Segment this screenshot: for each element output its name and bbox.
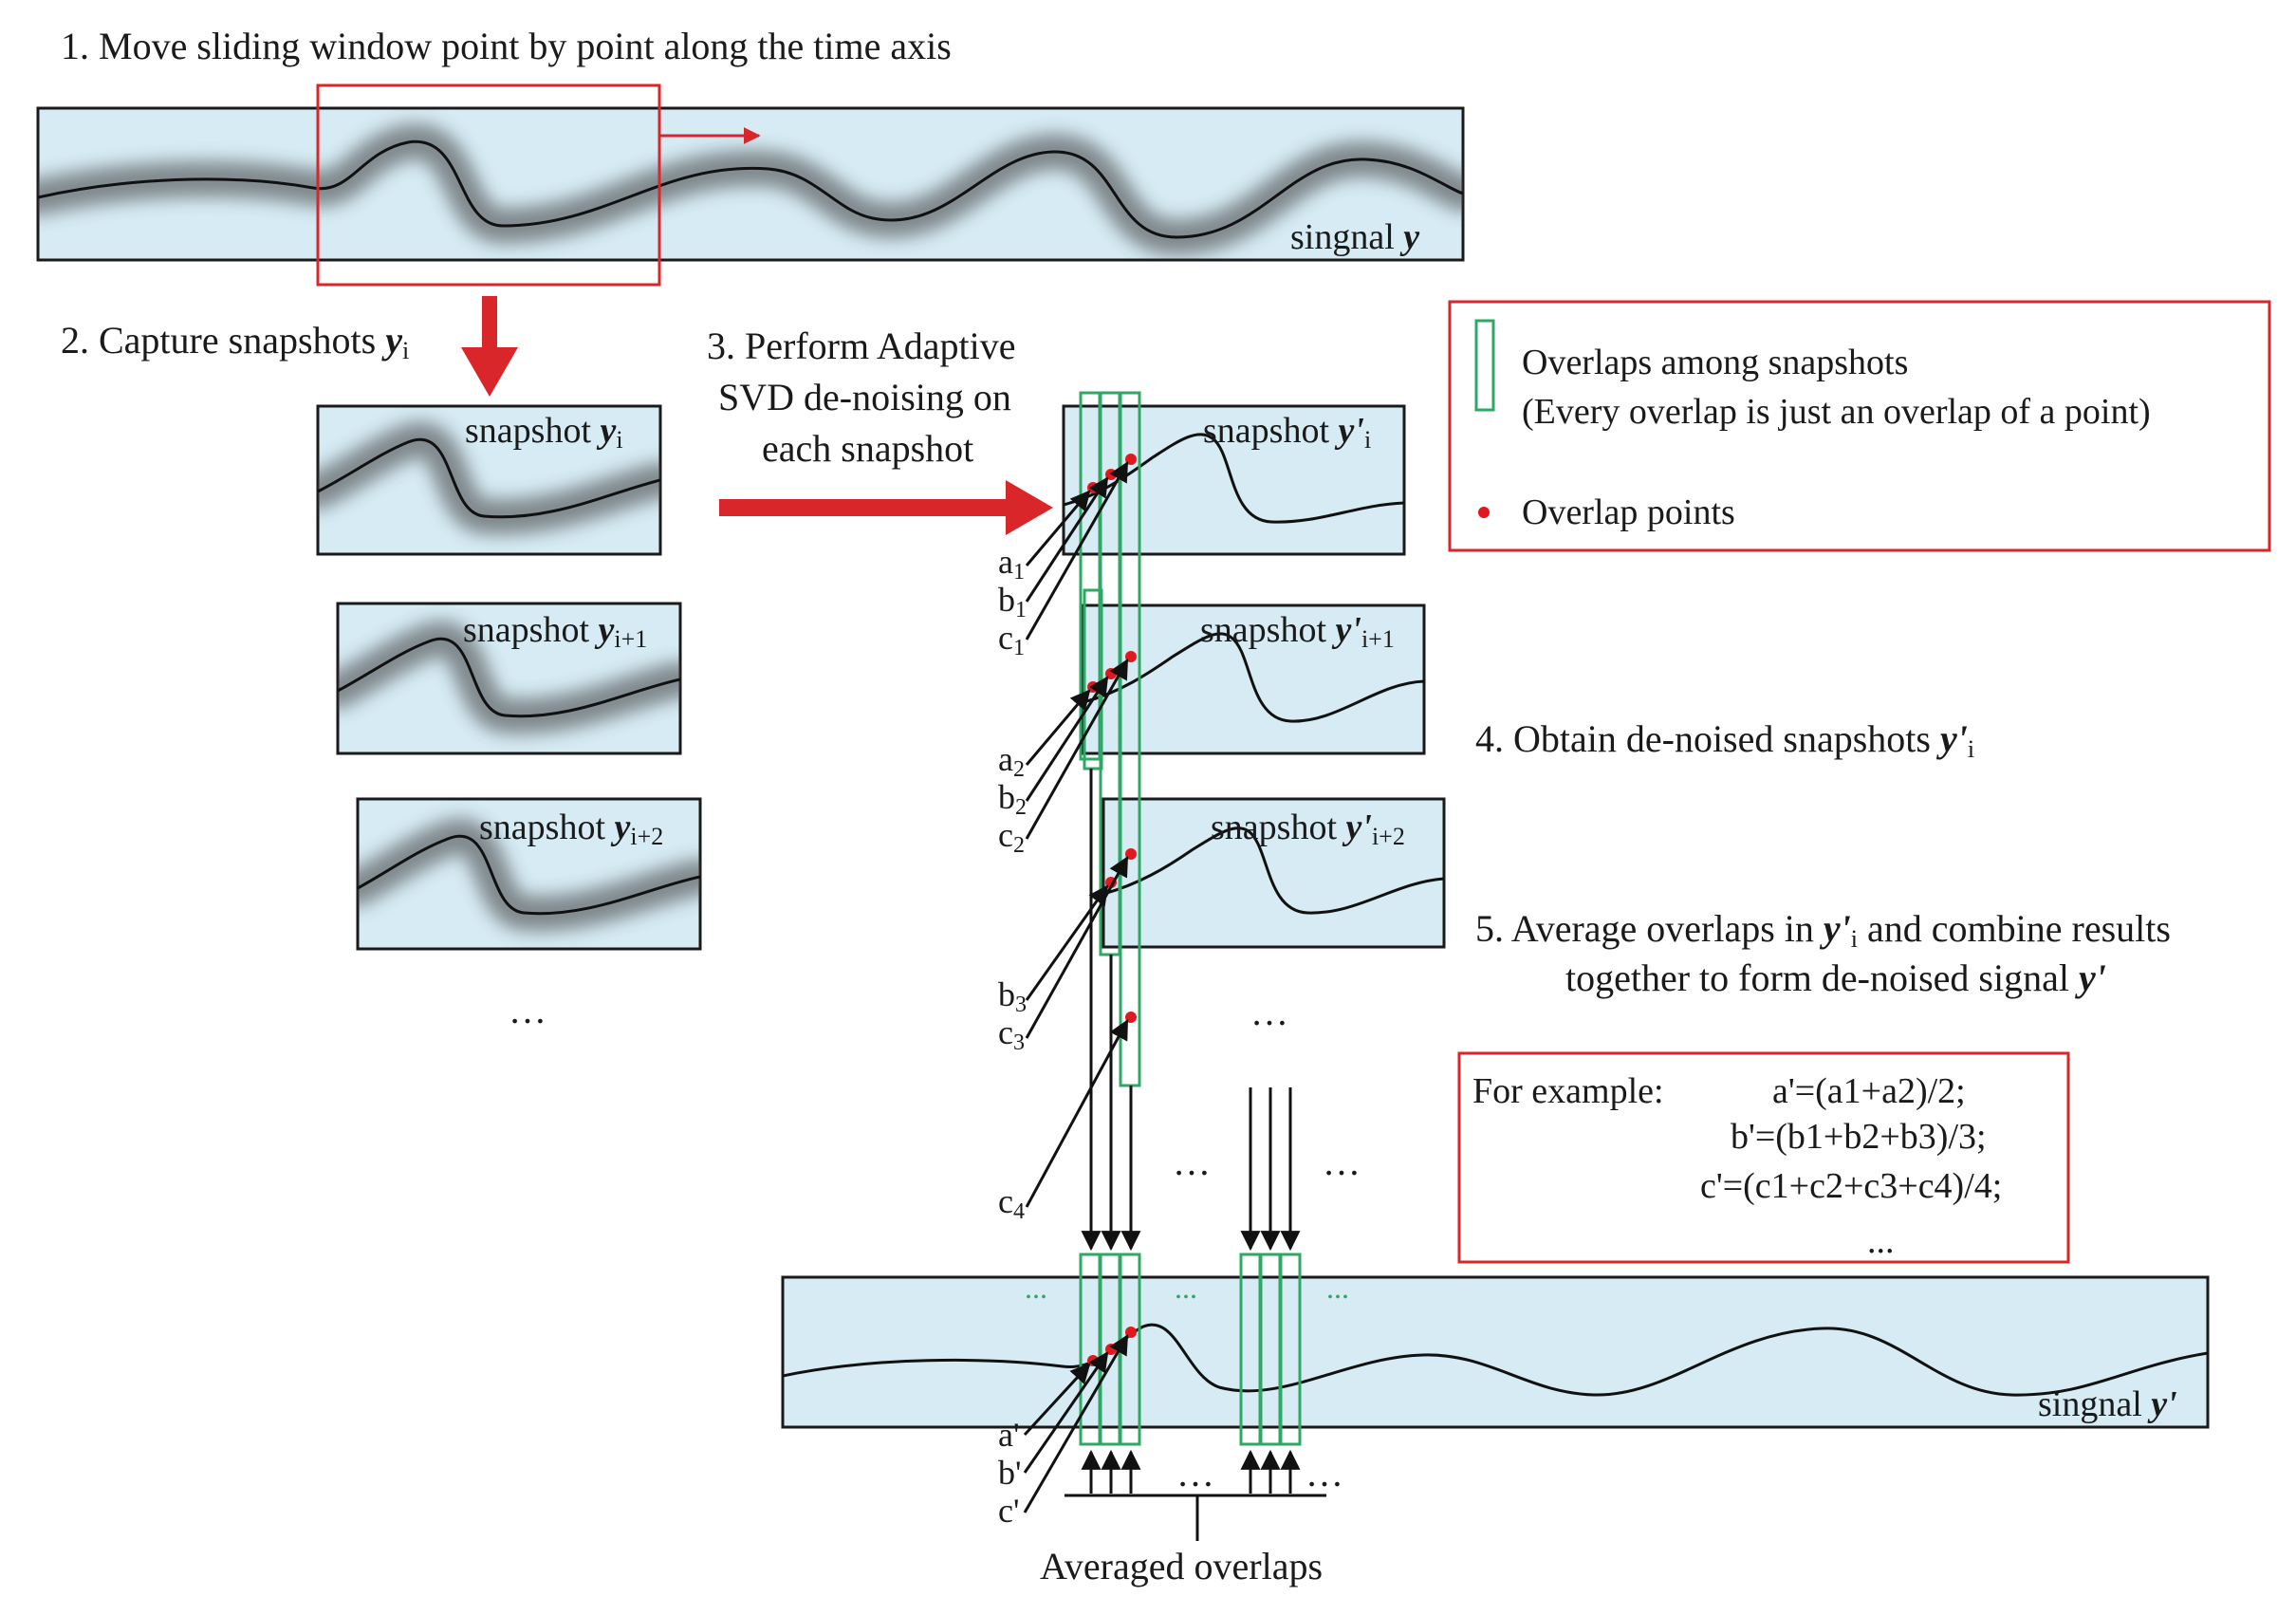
snapshot-yi1: snapshot yi+1 bbox=[336, 602, 682, 755]
svg-text:snapshot yi+2: snapshot yi+2 bbox=[479, 808, 663, 850]
mid-ellipsis-3: … bbox=[1323, 1141, 1361, 1183]
step-3-line-1: 3. Perform Adaptive bbox=[707, 325, 1016, 367]
signal-y-prime-panel: singnal y' bbox=[781, 1275, 2210, 1429]
legend-point-swatch bbox=[1478, 507, 1490, 518]
svg-text:a1: a1 bbox=[998, 543, 1025, 585]
denoised-snapshot-yi2: snapshot y'i+2 bbox=[1102, 797, 1446, 949]
svg-text:b2: b2 bbox=[998, 778, 1027, 820]
svg-text:For example:: For example: bbox=[1472, 1071, 1664, 1111]
example-box: For example: a'=(a1+a2)/2; b'=(b1+b2+b3)… bbox=[1457, 1051, 2070, 1264]
capture-down-arrow bbox=[461, 296, 518, 397]
svg-text:snapshot yi: snapshot yi bbox=[465, 411, 623, 454]
denoised-snapshot-yi1: snapshot y'i+1 bbox=[1082, 603, 1426, 755]
collector-arrows-right bbox=[1240, 1087, 1301, 1252]
svg-text:snapshot y'i+2: snapshot y'i+2 bbox=[1211, 808, 1405, 850]
svg-text:a2: a2 bbox=[998, 740, 1025, 782]
svg-text:c'=(c1+c2+c3+c4)/4;: c'=(c1+c2+c3+c4)/4; bbox=[1700, 1166, 2002, 1206]
svg-text:a'=(a1+a2)/2;: a'=(a1+a2)/2; bbox=[1772, 1071, 1966, 1111]
averaged-overlaps-label: Averaged overlaps bbox=[1040, 1545, 1323, 1587]
legend-points-label: Overlap points bbox=[1522, 492, 1735, 532]
denoise-right-arrow bbox=[719, 480, 1053, 535]
svg-text:a': a' bbox=[998, 1416, 1019, 1454]
svg-text:...: ... bbox=[1025, 1271, 1047, 1305]
collector-arrows-left bbox=[1081, 769, 1141, 1252]
svg-text:snapshot y'i: snapshot y'i bbox=[1203, 411, 1371, 454]
denoised-snapshot-yi: snapshot y'i bbox=[1062, 404, 1406, 556]
svg-text:...: ... bbox=[1867, 1221, 1895, 1261]
step-5-line-1: 5. Average overlaps in y'i and combine r… bbox=[1475, 907, 2171, 953]
point-pointers bbox=[1025, 461, 1129, 1208]
step-4-label: 4. Obtain de-noised snapshots y'i bbox=[1475, 717, 1974, 763]
snapshot-yi: snapshot yi bbox=[316, 404, 662, 556]
svg-text:c4: c4 bbox=[998, 1182, 1025, 1224]
svg-text:b3: b3 bbox=[998, 975, 1027, 1017]
svg-text:...: ... bbox=[1175, 1271, 1197, 1305]
legend-overlap-swatch bbox=[1474, 319, 1495, 412]
step-3-line-3: each snapshot bbox=[762, 427, 973, 470]
legend-overlaps-line-1: Overlaps among snapshots bbox=[1522, 343, 1908, 382]
averaged-point-labels: a' b' c' bbox=[998, 1416, 1022, 1530]
averaged-pointers bbox=[1023, 1334, 1129, 1513]
signal-y-panel: singnal y bbox=[36, 106, 1465, 262]
step-3-line-2: SVD de-noising on bbox=[718, 376, 1011, 418]
bracket-ellipsis-1: … bbox=[1176, 1452, 1214, 1494]
svg-text:snapshot y'i+1: snapshot y'i+1 bbox=[1200, 610, 1395, 653]
svg-text:snapshot yi+1: snapshot yi+1 bbox=[463, 610, 647, 653]
svg-text:b': b' bbox=[998, 1454, 1022, 1492]
signal-y-label: singnal y bbox=[1290, 217, 1419, 257]
svg-text:c': c' bbox=[998, 1492, 1019, 1530]
bracket-ellipsis-2: … bbox=[1305, 1452, 1343, 1494]
mid-ellipsis-2: … bbox=[1173, 1141, 1211, 1183]
snapshots-ellipsis: … bbox=[509, 989, 546, 1031]
legend-box: Overlaps among snapshots (Every overlap … bbox=[1448, 300, 2271, 552]
sliding-window-frame bbox=[316, 84, 661, 287]
step-1-label: 1. Move sliding window point by point al… bbox=[61, 25, 952, 67]
svg-text:c2: c2 bbox=[998, 816, 1025, 858]
svg-text:c3: c3 bbox=[998, 1013, 1025, 1055]
combined-overlap-columns bbox=[1079, 1253, 1302, 1446]
snapshot-yi2: snapshot yi+2 bbox=[356, 797, 702, 951]
svg-text:...: ... bbox=[1326, 1271, 1349, 1305]
svg-text:b1: b1 bbox=[998, 581, 1027, 622]
averaged-up-arrows bbox=[1065, 1449, 1326, 1541]
svg-text:b'=(b1+b2+b3)/3;: b'=(b1+b2+b3)/3; bbox=[1731, 1117, 1987, 1157]
mid-ellipsis-1: … bbox=[1250, 991, 1288, 1033]
green-ellipses: ... ... ... bbox=[1025, 1271, 1349, 1305]
signal-y-prime-label: singnal y' bbox=[2038, 1384, 2177, 1424]
point-labels: a1 b1 c1 a2 b2 c2 b3 c3 c4 bbox=[998, 543, 1027, 1224]
step-2-label: 2. Capture snapshots yi bbox=[61, 319, 409, 364]
step-5-line-2: together to form de-noised signal y' bbox=[1565, 956, 2106, 999]
svg-text:c1: c1 bbox=[998, 619, 1025, 660]
legend-overlaps-line-2: (Every overlap is just an overlap of a p… bbox=[1522, 392, 2151, 432]
